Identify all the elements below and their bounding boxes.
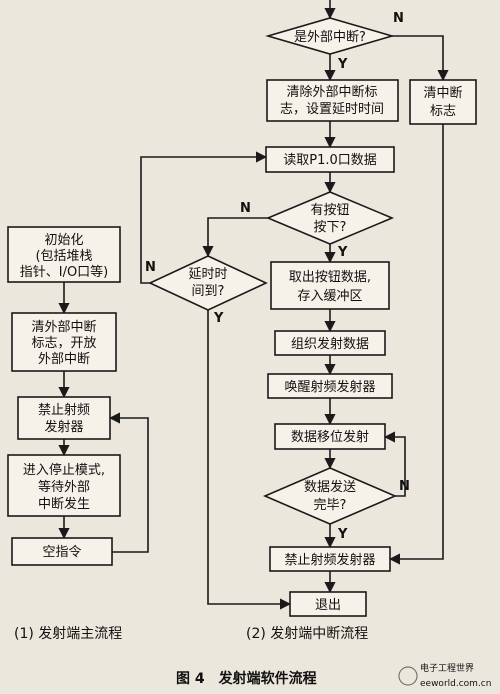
- no-label-2: N: [240, 201, 251, 216]
- figure-caption: 图 4 发射端软件流程: [176, 670, 317, 687]
- stop-mode-line-1: 进入停止模式,: [23, 462, 105, 478]
- no-label-3: N: [145, 260, 156, 275]
- clear-set-delay-box: [266, 79, 399, 122]
- watermark-cn: 电子工程世界: [420, 662, 474, 674]
- exit-text: 退出: [315, 598, 341, 613]
- clear-int-line-1: 清外部中断: [31, 320, 96, 335]
- clear-int-line-2: 标志，开放: [31, 336, 96, 351]
- fetch-store-line-2: 存入缓冲区: [297, 289, 362, 304]
- init-line-3: 指针、I/O口等): [20, 264, 109, 280]
- yes-label-1: Y: [337, 57, 348, 72]
- watermark: 电子工程世界 eeworld.com.cn: [398, 662, 491, 689]
- nop-text: 空指令: [42, 545, 81, 560]
- tx-done-diamond: [262, 467, 398, 525]
- key-pressed-line-1: 有按钮: [310, 203, 349, 218]
- shift-tx-text: 数据移位发射: [291, 429, 369, 445]
- clear-set-delay-line-2: 志，设置延时时间: [280, 102, 384, 117]
- disable-rf-box: [17, 396, 111, 440]
- delay-elapsed-line-1: 延时时: [188, 267, 227, 282]
- init-line-2: (包括堆栈: [35, 249, 92, 264]
- exit-box: [289, 591, 367, 617]
- stop-mode-line-2: 等待外部: [38, 479, 90, 495]
- init-box: [7, 226, 121, 283]
- read-p10-text: 读取P1.0口数据: [283, 153, 377, 168]
- stop-mode-line-3: 中断发生: [38, 496, 90, 512]
- assemble-text: 组织发射数据: [291, 336, 369, 352]
- init-line-1: 初始化: [44, 233, 83, 248]
- isr-flow-label: (2) 发射端中断流程: [246, 626, 368, 642]
- key-pressed-line-2: 按下?: [314, 220, 347, 235]
- isr-flow: 是外部中断? N Y 清除外部中断标 志，设置延时时间 清中断 标志 读取P1.…: [140, 0, 477, 642]
- yes-label-3: Y: [213, 311, 224, 326]
- clear-int-flag-line-2: 标志: [430, 104, 456, 119]
- clear-int-box: [11, 312, 117, 372]
- key-pressed-diamond: [265, 191, 395, 245]
- no-label-1: N: [393, 11, 404, 26]
- fetch-store-line-1: 取出按钮数据,: [289, 270, 371, 285]
- delay-elapsed-line-2: 间到?: [192, 284, 225, 299]
- delay-elapsed-diamond: [148, 255, 268, 311]
- yes-label-2: Y: [337, 245, 348, 260]
- watermark-en: eeworld.com.cn: [420, 679, 491, 689]
- clear-int-flag-line-1: 清中断: [423, 86, 462, 101]
- main-flow: 初始化 (包括堆栈 指针、I/O口等) 清外部中断 标志，开放 外部中断 禁止射…: [7, 226, 149, 642]
- disable-rf-line-2: 发射器: [44, 419, 83, 435]
- clear-int-line-3: 外部中断: [38, 352, 90, 367]
- wake-rf-text: 唤醒射频发射器: [284, 379, 375, 395]
- tx-done-line-1: 数据发送: [304, 479, 356, 495]
- main-flow-label: (1) 发射端主流程: [14, 626, 122, 642]
- disable-rf-isr-text: 禁止射频发射器: [284, 552, 375, 568]
- tx-done-line-2: 完毕?: [314, 498, 347, 513]
- disable-rf-isr-box: [269, 546, 391, 572]
- shift-tx-box: [274, 423, 386, 450]
- watermark-logo-icon: [398, 666, 418, 686]
- assemble-box: [274, 330, 386, 356]
- clear-set-delay-line-1: 清除外部中断标: [286, 85, 377, 100]
- yes-label-4: Y: [337, 527, 348, 542]
- is-ext-int-text: 是外部中断?: [294, 30, 366, 45]
- disable-rf-line-1: 禁止射频: [38, 402, 90, 418]
